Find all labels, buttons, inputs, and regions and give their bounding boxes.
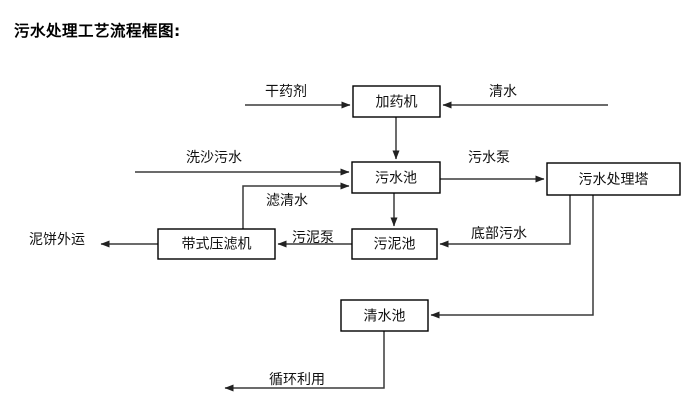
edge-clean-pool-to-recycle-use	[224, 331, 385, 392]
label-clear-water-in: 清水	[489, 84, 517, 100]
edge-bottom-sewage-to-sludge-pool	[439, 195, 571, 248]
label-mud-cake-out: 泥饼外运	[29, 232, 85, 248]
label-bottom-sewage: 底部污水	[471, 226, 527, 242]
label-filtered-water: 滤清水	[266, 193, 308, 209]
label-sand-wash-sewage: 洗沙污水	[186, 150, 242, 166]
label-dry-reagent: 干药剂	[265, 84, 307, 100]
node-belt-press[interactable]: 带式压滤机	[157, 228, 276, 260]
node-sludge-pool-label: 污泥池	[374, 237, 416, 253]
node-dosing-machine-box	[352, 85, 441, 118]
label-recycle-use: 循环利用	[269, 372, 325, 388]
node-belt-press-label: 带式压滤机	[182, 237, 252, 253]
node-dosing-machine[interactable]: 加药机	[352, 85, 441, 118]
node-sewage-pool-box	[351, 161, 441, 194]
node-sewage-pool-label: 污水池	[375, 171, 417, 187]
edge-filtered-water-to-sewage-pool	[242, 182, 350, 229]
node-clean-pool-label: 清水池	[364, 309, 406, 325]
node-belt-press-box	[157, 228, 276, 260]
node-clean-pool-box	[340, 299, 429, 332]
page-title: 污水处理工艺流程框图:	[14, 22, 181, 40]
node-treatment-tower-label: 污水处理塔	[579, 172, 649, 188]
node-clean-pool[interactable]: 清水池	[340, 299, 429, 332]
label-sludge-pump: 污泥泵	[292, 230, 334, 246]
edge-treatment-tower-to-clean-pool	[430, 195, 594, 319]
node-dosing-machine-label: 加药机	[376, 95, 418, 111]
node-treatment-tower[interactable]: 污水处理塔	[546, 162, 681, 196]
node-sludge-pool-box	[351, 228, 438, 260]
node-sewage-pool[interactable]: 污水池	[351, 161, 441, 194]
label-sewage-pump: 污水泵	[468, 150, 510, 166]
node-treatment-tower-box	[546, 162, 681, 196]
node-sludge-pool[interactable]: 污泥池	[351, 228, 438, 260]
